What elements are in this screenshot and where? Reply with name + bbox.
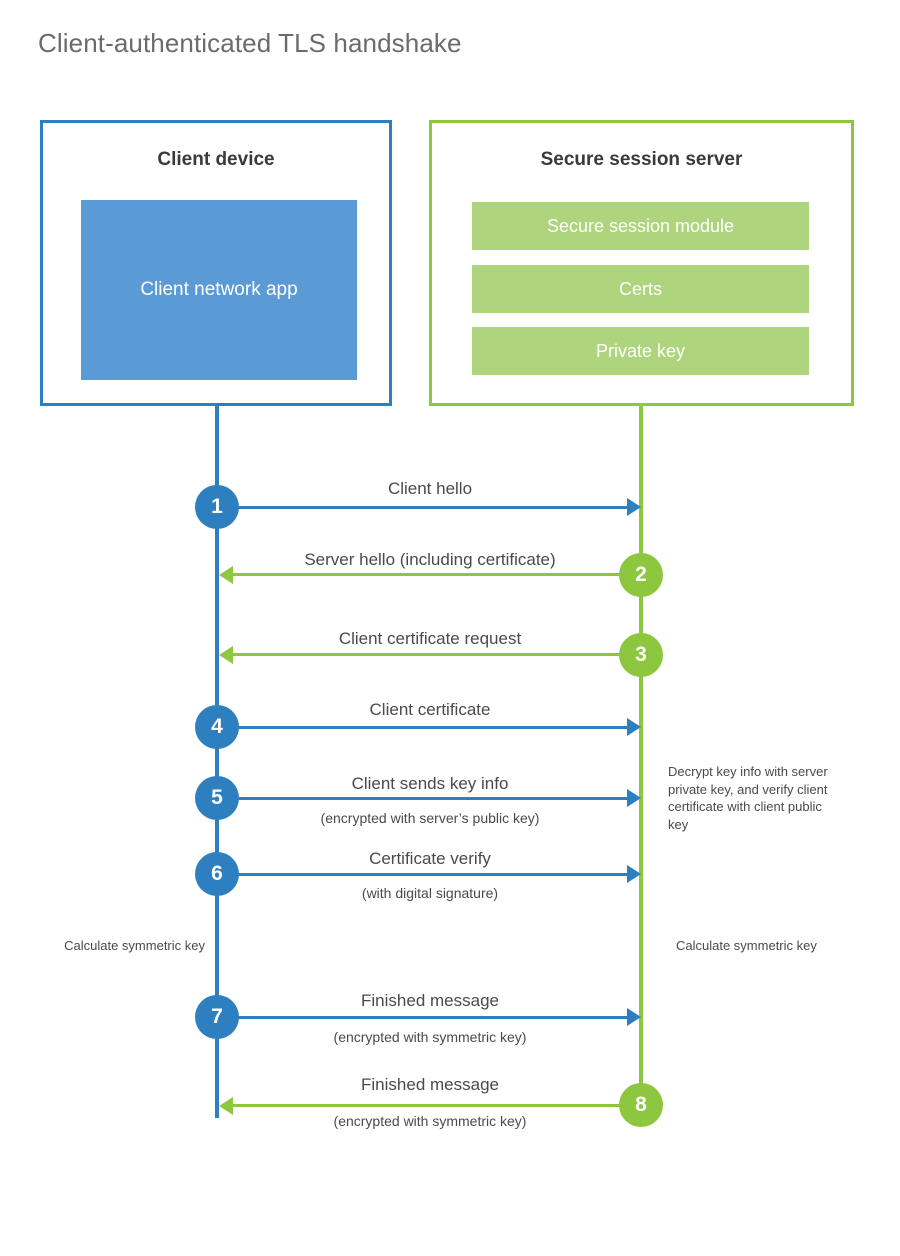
server-component-private-key: Private key — [472, 327, 809, 375]
message-label-7: Finished message — [361, 991, 499, 1010]
message-arrow-6 — [217, 873, 631, 876]
message-label-5: Client sends key info — [351, 774, 509, 793]
message-arrow-8 — [228, 1104, 641, 1107]
step-circle-5: 5 — [195, 776, 239, 820]
message-arrow-2 — [228, 573, 641, 576]
arrow-head-right-icon-4 — [627, 718, 641, 736]
note-client-calculate-symmetric-key: Calculate symmetric key — [64, 938, 205, 953]
message-label-1: Client hello — [387, 479, 473, 498]
arrow-head-right-icon-1 — [627, 498, 641, 516]
message-sublabel-8: (encrypted with symmetric key) — [333, 1113, 527, 1129]
secure-session-server-title: Secure session server — [540, 149, 743, 170]
message-sublabel-5: (encrypted with server’s public key) — [320, 810, 540, 826]
note-server-calculate-symmetric-key: Calculate symmetric key — [676, 938, 817, 953]
message-sublabel-7: (encrypted with symmetric key) — [333, 1029, 527, 1045]
arrow-head-right-icon-7 — [627, 1008, 641, 1026]
step-circle-1: 1 — [195, 485, 239, 529]
message-label-6: Certificate verify — [369, 849, 491, 868]
step-circle-7: 7 — [195, 995, 239, 1039]
step-circle-4: 4 — [195, 705, 239, 749]
step-circle-3: 3 — [619, 633, 663, 677]
message-label-8: Finished message — [361, 1075, 499, 1094]
message-arrow-4 — [217, 726, 631, 729]
message-arrow-7 — [217, 1016, 631, 1019]
client-network-app-box: Client network app — [81, 200, 357, 380]
message-label-4: Client certificate — [369, 700, 491, 719]
note-server-decrypt: Decrypt key info with server private key… — [668, 764, 828, 832]
step-circle-8: 8 — [619, 1083, 663, 1127]
arrow-head-left-icon-3 — [219, 646, 233, 664]
message-label-3: Client certificate request — [338, 629, 522, 648]
page-title: Client-authenticated TLS handshake — [38, 28, 462, 58]
server-component-certs: Certs — [472, 265, 809, 313]
step-circle-6: 6 — [195, 852, 239, 896]
message-label-2: Server hello (including certificate) — [304, 550, 556, 569]
step-circle-2: 2 — [619, 553, 663, 597]
message-arrow-5 — [217, 797, 631, 800]
secure-session-server-box: Secure session server Secure session mod… — [429, 120, 854, 406]
arrow-head-right-icon-6 — [627, 865, 641, 883]
message-sublabel-6: (with digital signature) — [361, 885, 499, 901]
client-device-title: Client device — [157, 149, 275, 170]
server-lifeline — [639, 406, 643, 1106]
client-lifeline — [215, 406, 219, 1118]
message-arrow-3 — [228, 653, 641, 656]
arrow-head-left-icon-2 — [219, 566, 233, 584]
message-arrow-1 — [217, 506, 631, 509]
arrow-head-left-icon-8 — [219, 1097, 233, 1115]
client-device-box: Client device Client network app — [40, 120, 392, 406]
server-component-secure-session-module: Secure session module — [472, 202, 809, 250]
arrow-head-right-icon-5 — [627, 789, 641, 807]
